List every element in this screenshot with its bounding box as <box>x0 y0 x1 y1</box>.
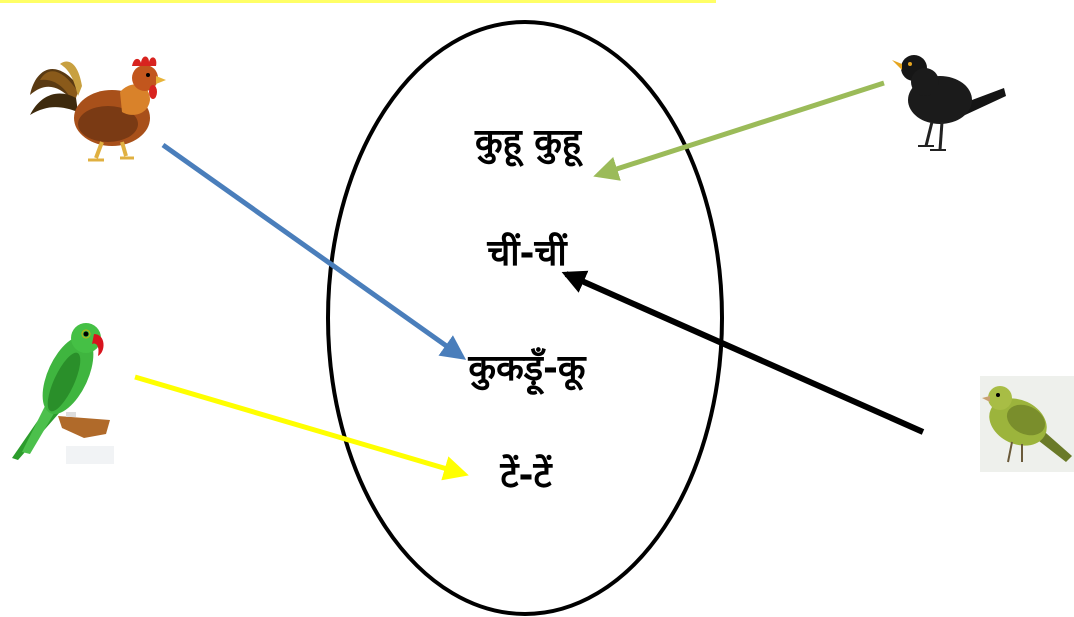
arrow-sparrow <box>566 274 923 432</box>
parrot-icon <box>12 323 114 464</box>
arrow-cuckoo <box>598 83 884 175</box>
rooster-icon <box>30 57 166 161</box>
arrow-parrot <box>135 377 464 474</box>
black-bird-icon <box>892 55 1006 150</box>
green-finch-icon <box>980 376 1074 472</box>
sound-label-cuckoo: कुहू कुहू <box>474 122 584 167</box>
sound-label-sparrow: चीं-चीं <box>486 232 568 274</box>
sound-label-parrot: टें-टें <box>499 454 553 496</box>
sound-label-rooster: कुकड़ूँ-कू <box>467 347 586 395</box>
arrow-rooster <box>163 145 462 357</box>
